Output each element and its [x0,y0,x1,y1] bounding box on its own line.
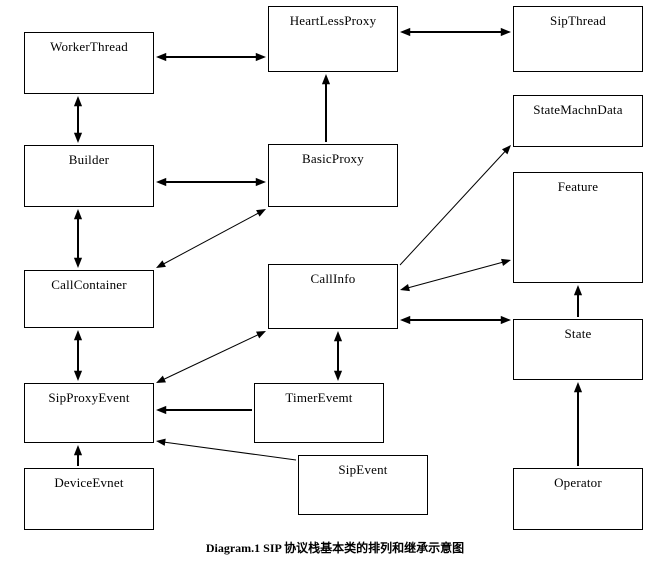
node-label-deviceevnet: DeviceEvnet [54,475,124,490]
edge-basicproxy-heartlessproxy [321,74,331,142]
node-callcontainer[interactable]: CallContainer [24,270,154,328]
node-label-sipthread: SipThread [550,13,606,28]
node-label-sipproxyevent: SipProxyEvent [48,390,130,405]
node-label-operator: Operator [554,475,602,490]
edge-sipevent-sipproxyevent [156,438,297,461]
edge-callinfo-statemachndata [399,145,511,266]
edge-deviceevnet-sipproxyevent [73,445,83,466]
node-label-builder: Builder [68,152,110,167]
node-label-callcontainer: CallContainer [51,277,127,292]
node-label-statemachndata: StateMachnData [533,102,623,117]
node-workerthread[interactable]: WorkerThread [24,32,154,94]
edge-state-feature [573,285,583,317]
node-label-heartlessproxy: HeartLessProxy [289,13,377,28]
node-timerevemt[interactable]: TimerEvemt [254,383,384,443]
node-callinfo[interactable]: CallInfo [268,264,398,329]
edge-workerthread-heartlessproxy [156,52,266,62]
node-label-sipevent: SipEvent [338,462,388,477]
edge-sipproxyevent-callinfo [156,331,266,383]
node-operator[interactable]: Operator [513,468,643,530]
edge-heartlessproxy-sipthread [400,27,511,37]
edge-callinfo-timerevemt [333,331,343,381]
node-sipproxyevent[interactable]: SipProxyEvent [24,383,154,443]
edge-builder-callcontainer [73,209,83,268]
node-deviceevnet[interactable]: DeviceEvnet [24,468,154,530]
node-label-workerthread: WorkerThread [50,39,128,54]
node-statemachndata[interactable]: StateMachnData [513,95,643,147]
edge-callcontainer-basicproxy [156,209,266,268]
edge-operator-state [573,382,583,466]
edge-callcontainer-sipproxyevent [73,330,83,381]
node-label-state: State [564,326,592,341]
node-sipthread[interactable]: SipThread [513,6,643,72]
node-label-timerevemt: TimerEvemt [285,390,353,405]
node-basicproxy[interactable]: BasicProxy [268,144,398,207]
node-label-basicproxy: BasicProxy [302,151,364,166]
node-sipevent[interactable]: SipEvent [298,455,428,515]
node-feature[interactable]: Feature [513,172,643,283]
node-label-feature: Feature [557,179,599,194]
edge-timerevemt-sipproxyevent [156,405,252,415]
node-state[interactable]: State [513,319,643,380]
edge-callinfo-feature [400,258,511,292]
edge-builder-basicproxy [156,177,266,187]
diagram-caption: Diagram.1 SIP 协议栈基本类的排列和继承示意图 [205,541,465,555]
edge-workerthread-builder [73,96,83,143]
node-heartlessproxy[interactable]: HeartLessProxy [268,6,398,72]
node-label-callinfo: CallInfo [310,271,356,286]
edge-callinfo-state [400,315,511,325]
node-builder[interactable]: Builder [24,145,154,207]
